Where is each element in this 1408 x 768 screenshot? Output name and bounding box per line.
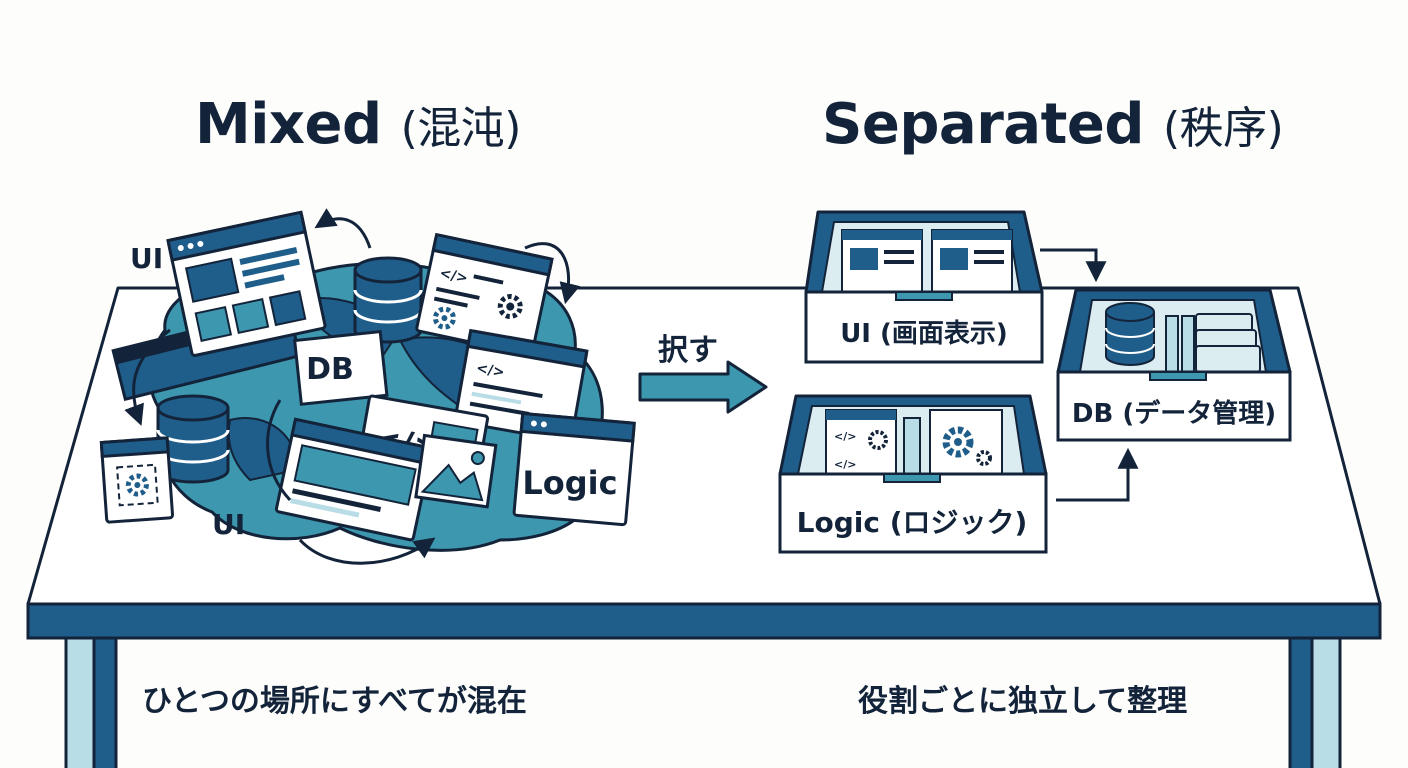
code-icon: </>	[453, 328, 589, 443]
svg-text:</>: </>	[438, 265, 469, 287]
code-icon: </> </>	[825, 409, 897, 477]
database-icon	[353, 256, 423, 344]
arrow-icon	[1056, 447, 1139, 502]
image-icon	[274, 417, 435, 542]
arrow-icon	[1040, 248, 1107, 283]
separated-area: UI (画面表示) </> </>	[778, 210, 1292, 554]
mixed-label-logic: Logic	[522, 464, 617, 502]
database-icon	[156, 394, 230, 484]
arrow-icon	[124, 328, 171, 426]
svg-text:</>: </>	[475, 360, 506, 381]
logic-window	[512, 411, 636, 527]
db-label-card	[293, 329, 389, 406]
drawer-ui: UI (画面表示)	[804, 210, 1044, 364]
title-mixed: Mixed (混沌)	[195, 92, 521, 157]
mixed-label-db: DB	[306, 352, 354, 387]
image-icon	[414, 433, 498, 509]
mixed-label-ui-bottom: UI	[212, 508, 245, 541]
table-edge	[26, 602, 1382, 640]
table-leg-left	[64, 636, 118, 768]
title-separated-sub: (秩序)	[1162, 103, 1284, 154]
arrow-icon	[638, 360, 768, 414]
action-arrow: 択す	[638, 333, 768, 414]
browser-window-icon	[841, 229, 923, 293]
svg-text:</>: </>	[834, 430, 856, 443]
drawer-db: DB (データ管理)	[1056, 288, 1292, 442]
title-mixed-sub: (混沌)	[400, 103, 522, 154]
database-icon	[1105, 302, 1155, 366]
title-separated: Separated (秩序)	[822, 92, 1284, 157]
arrow-icon	[524, 242, 581, 305]
arrow-icon	[314, 208, 372, 249]
arrow-icon	[266, 399, 292, 502]
mixed-pile: </> DB </>	[99, 208, 636, 565]
svg-text:</>: </>	[834, 458, 856, 471]
browser-window-icon	[166, 210, 327, 357]
caption-right: 役割ごとに独立して整理	[858, 684, 1188, 719]
title-mixed-main: Mixed	[195, 92, 382, 157]
drawer-ui-label: UI (画面表示)	[840, 319, 1008, 349]
code-icon: </>	[415, 232, 554, 356]
caption-left: ひとつの場所にすべてが混在	[142, 684, 527, 719]
action-label: 択す	[658, 333, 718, 368]
arrow-icon	[298, 537, 436, 565]
browser-window-icon	[931, 229, 1013, 293]
gear-icon	[929, 409, 1003, 477]
mixed-label-ui-top: UI	[130, 242, 163, 275]
drawer-logic: </> </> Logic (ロジック)	[778, 394, 1048, 554]
title-separated-main: Separated	[822, 92, 1144, 157]
drawer-db-label: DB (データ管理)	[1072, 398, 1276, 429]
gear-icon	[99, 436, 175, 524]
drawer-logic-label: Logic (ロジック)	[797, 506, 1028, 539]
table-leg-right	[1288, 636, 1342, 768]
